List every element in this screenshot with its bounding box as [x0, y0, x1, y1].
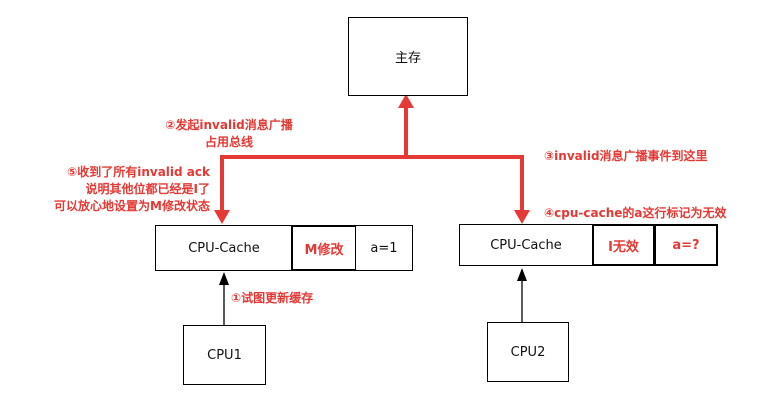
step4-line: ④cpu-cache的a这行标记为无效 — [544, 206, 727, 220]
cpu2-cache-state: I无效 — [608, 239, 639, 255]
cpu2-cache-state-box: I无效 — [592, 224, 655, 266]
cpu2-cache-value-box: a=? — [654, 224, 718, 266]
arrowhead-cpu2-up — [517, 268, 527, 281]
cpu2-label: CPU2 — [510, 344, 546, 360]
step2-note: ②发起invalid消息广播 占用总线 — [148, 117, 310, 151]
cpu2-cache-value: a=? — [672, 237, 700, 253]
cpu1-box: CPU1 — [183, 325, 266, 385]
step3-line: ③invalid消息广播事件到这里 — [544, 149, 708, 163]
cpu1-label: CPU1 — [207, 347, 242, 363]
step2-line1: ②发起invalid消息广播 — [165, 118, 293, 132]
step4-note: ④cpu-cache的a这行标记为无效 — [544, 205, 727, 222]
cpu1-cache-state-box: M修改 — [291, 225, 357, 271]
cpu1-cache-state: M修改 — [304, 242, 344, 258]
arrowhead-cpu1-up — [219, 272, 229, 285]
main-memory-label: 主存 — [394, 51, 421, 66]
cpu1-cache-value: a=1 — [370, 240, 398, 256]
cpu2-cache-label: CPU-Cache — [490, 237, 562, 253]
cpu2-cache-box: CPU-Cache — [459, 224, 593, 266]
cpu1-cache-value-box: a=1 — [355, 225, 413, 271]
step1-note: ①试图更新缓存 — [231, 290, 313, 307]
step2-line2: 占用总线 — [204, 135, 253, 149]
arrowhead-memory — [398, 94, 414, 108]
step1-line: ①试图更新缓存 — [231, 291, 314, 305]
bus-line — [220, 155, 524, 212]
arrowhead-cpu1-cache — [214, 210, 230, 224]
step5-note: ⑤收到了所有invalid ack 说明其他位都已经是I了 可以放心地设置为M修… — [10, 164, 210, 215]
step5-line2: 说明其他位都已经是I了 — [85, 182, 210, 196]
arrowhead-cpu2-cache — [514, 210, 530, 224]
main-memory-box: 主存 — [348, 17, 468, 96]
step3-note: ③invalid消息广播事件到这里 — [544, 148, 708, 165]
cpu2-box: CPU2 — [487, 322, 569, 382]
cpu1-cache-box: CPU-Cache — [155, 225, 293, 271]
invalidate-bus — [220, 108, 524, 212]
step5-line1: ⑤收到了所有invalid ack — [67, 165, 210, 179]
cpu1-cache-label: CPU-Cache — [188, 240, 260, 256]
step5-line3: 可以放心地设置为M修改状态 — [54, 199, 210, 213]
